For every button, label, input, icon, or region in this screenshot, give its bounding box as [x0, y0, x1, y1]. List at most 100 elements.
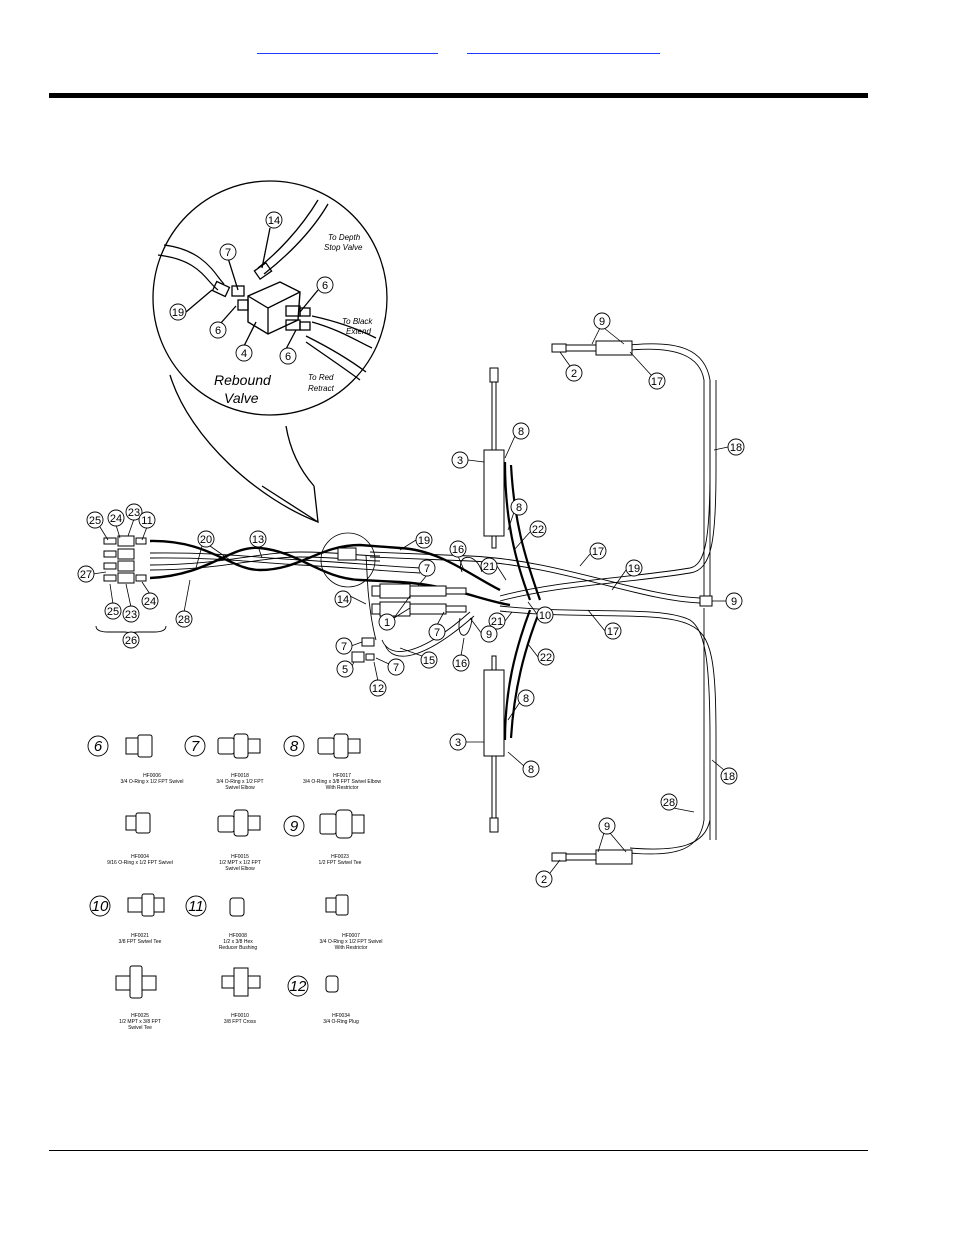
callout-number: 19 — [628, 563, 640, 575]
callout-number: 13 — [252, 534, 264, 546]
callout-9: 9 — [598, 817, 616, 835]
legend-desc1: 1/2 MPT x 1/2 FPT — [219, 860, 261, 866]
callout-number: 17 — [592, 546, 604, 558]
callout-4: 4 — [235, 344, 253, 362]
legend-desc2: Swivel Tee — [128, 1025, 152, 1031]
callout-circle — [625, 559, 643, 577]
callout-number: 21 — [491, 616, 503, 628]
callout-circle — [517, 689, 535, 707]
fitting-hf0010-icon — [221, 967, 261, 997]
callout-number: 7 — [225, 247, 231, 259]
callout-28: 28 — [660, 793, 678, 811]
callout-circle — [122, 631, 140, 649]
callout-number: 25 — [107, 606, 119, 618]
callout-number: 3 — [457, 455, 463, 467]
callout-number: 2 — [571, 368, 577, 380]
callout-circle — [415, 531, 433, 549]
callout-number: 23 — [125, 609, 137, 621]
legend-desc2: With Restrictor — [335, 945, 368, 951]
legend-code: HF0018 — [231, 773, 249, 779]
callout-number: 12 — [372, 683, 384, 695]
callout-9: 9 — [480, 625, 498, 643]
legend-code: HF0034 — [332, 1013, 350, 1019]
callout-8: 8 — [522, 760, 540, 778]
header-link-left[interactable] — [257, 53, 438, 54]
callout-17: 17 — [604, 622, 622, 640]
callout-7: 7 — [219, 243, 237, 261]
note-black-1: To Black — [342, 317, 373, 326]
legend-desc1: 3/4 O-Ring x 1/2 FPT — [216, 779, 263, 785]
callout-circle — [660, 793, 678, 811]
fitting-8-icon — [317, 733, 361, 759]
callout-number: 25 — [89, 515, 101, 527]
callout-9: 9 — [725, 592, 743, 610]
callout-18: 18 — [720, 767, 738, 785]
callout-28: 28 — [175, 610, 193, 628]
callout-8: 8 — [512, 422, 530, 440]
note-red-1: To Red — [308, 373, 334, 382]
callout-number: 6 — [215, 325, 221, 337]
callout-2: 2 — [565, 364, 583, 382]
callout-18: 18 — [727, 438, 745, 456]
callout-7: 7 — [428, 623, 446, 641]
callout-11: 11 — [138, 511, 156, 529]
callout-24: 24 — [141, 592, 159, 610]
callout-circle — [125, 503, 143, 521]
callout-number: 18 — [723, 771, 735, 783]
inset-title-1: Rebound — [214, 372, 272, 388]
legend-desc1: 1/2 FPT Swivel Tee — [319, 860, 362, 866]
callout-number: 11 — [141, 515, 152, 527]
callout-1: 1 — [378, 613, 396, 631]
legend-number-circle — [184, 735, 206, 757]
callout-21: 21 — [480, 557, 498, 575]
callout-16: 16 — [449, 540, 467, 558]
legend-code: HF0021 — [131, 933, 149, 939]
legend-code: HF0025 — [131, 1013, 149, 1019]
callout-circle — [249, 530, 267, 548]
legend-desc1: 3/4 O-Ring Plug — [323, 1019, 359, 1025]
legend-desc2: Reducer Bushing — [219, 945, 258, 951]
callout-26: 26 — [122, 631, 140, 649]
callout-7: 7 — [335, 637, 353, 655]
header-link-right[interactable] — [467, 53, 660, 54]
legend-desc1: 3/8 FPT Swivel Tee — [119, 939, 162, 945]
callout-number: 6 — [322, 280, 328, 292]
callout-number: 6 — [285, 351, 291, 363]
callout-number: 3 — [455, 737, 461, 749]
callout-circle — [452, 654, 470, 672]
callout-circle — [420, 651, 438, 669]
callout-number: 15 — [423, 655, 435, 667]
callout-number: 17 — [651, 376, 663, 388]
callout-number: 9 — [486, 629, 492, 641]
callout-14: 14 — [334, 590, 352, 608]
callout-number: 2 — [541, 874, 547, 886]
callout-number: 7 — [424, 563, 430, 575]
callout-circle — [725, 592, 743, 610]
callout-number: 24 — [110, 513, 122, 525]
main-hoses — [149, 343, 717, 855]
callout-number: 20 — [200, 534, 212, 546]
callout-circle — [86, 511, 104, 529]
callout-circle — [529, 520, 547, 538]
components — [103, 340, 713, 865]
fitting-10-icon — [127, 893, 165, 917]
callout-17: 17 — [648, 372, 666, 390]
callout-layer: 1471964669217188382216192117191091721916… — [77, 211, 745, 888]
callout-number: 27 — [80, 569, 92, 581]
callout-13: 13 — [249, 530, 267, 548]
fitting-6-icon — [125, 734, 153, 758]
callout-number: 19 — [172, 307, 184, 319]
callout-number: 26 — [125, 635, 137, 647]
callout-circle — [175, 610, 193, 628]
callout-circle — [77, 565, 95, 583]
callout-8: 8 — [517, 689, 535, 707]
callout-circle — [428, 623, 446, 641]
callout-27: 27 — [77, 565, 95, 583]
callout-8: 8 — [510, 498, 528, 516]
legend-code: HF0023 — [331, 854, 349, 860]
